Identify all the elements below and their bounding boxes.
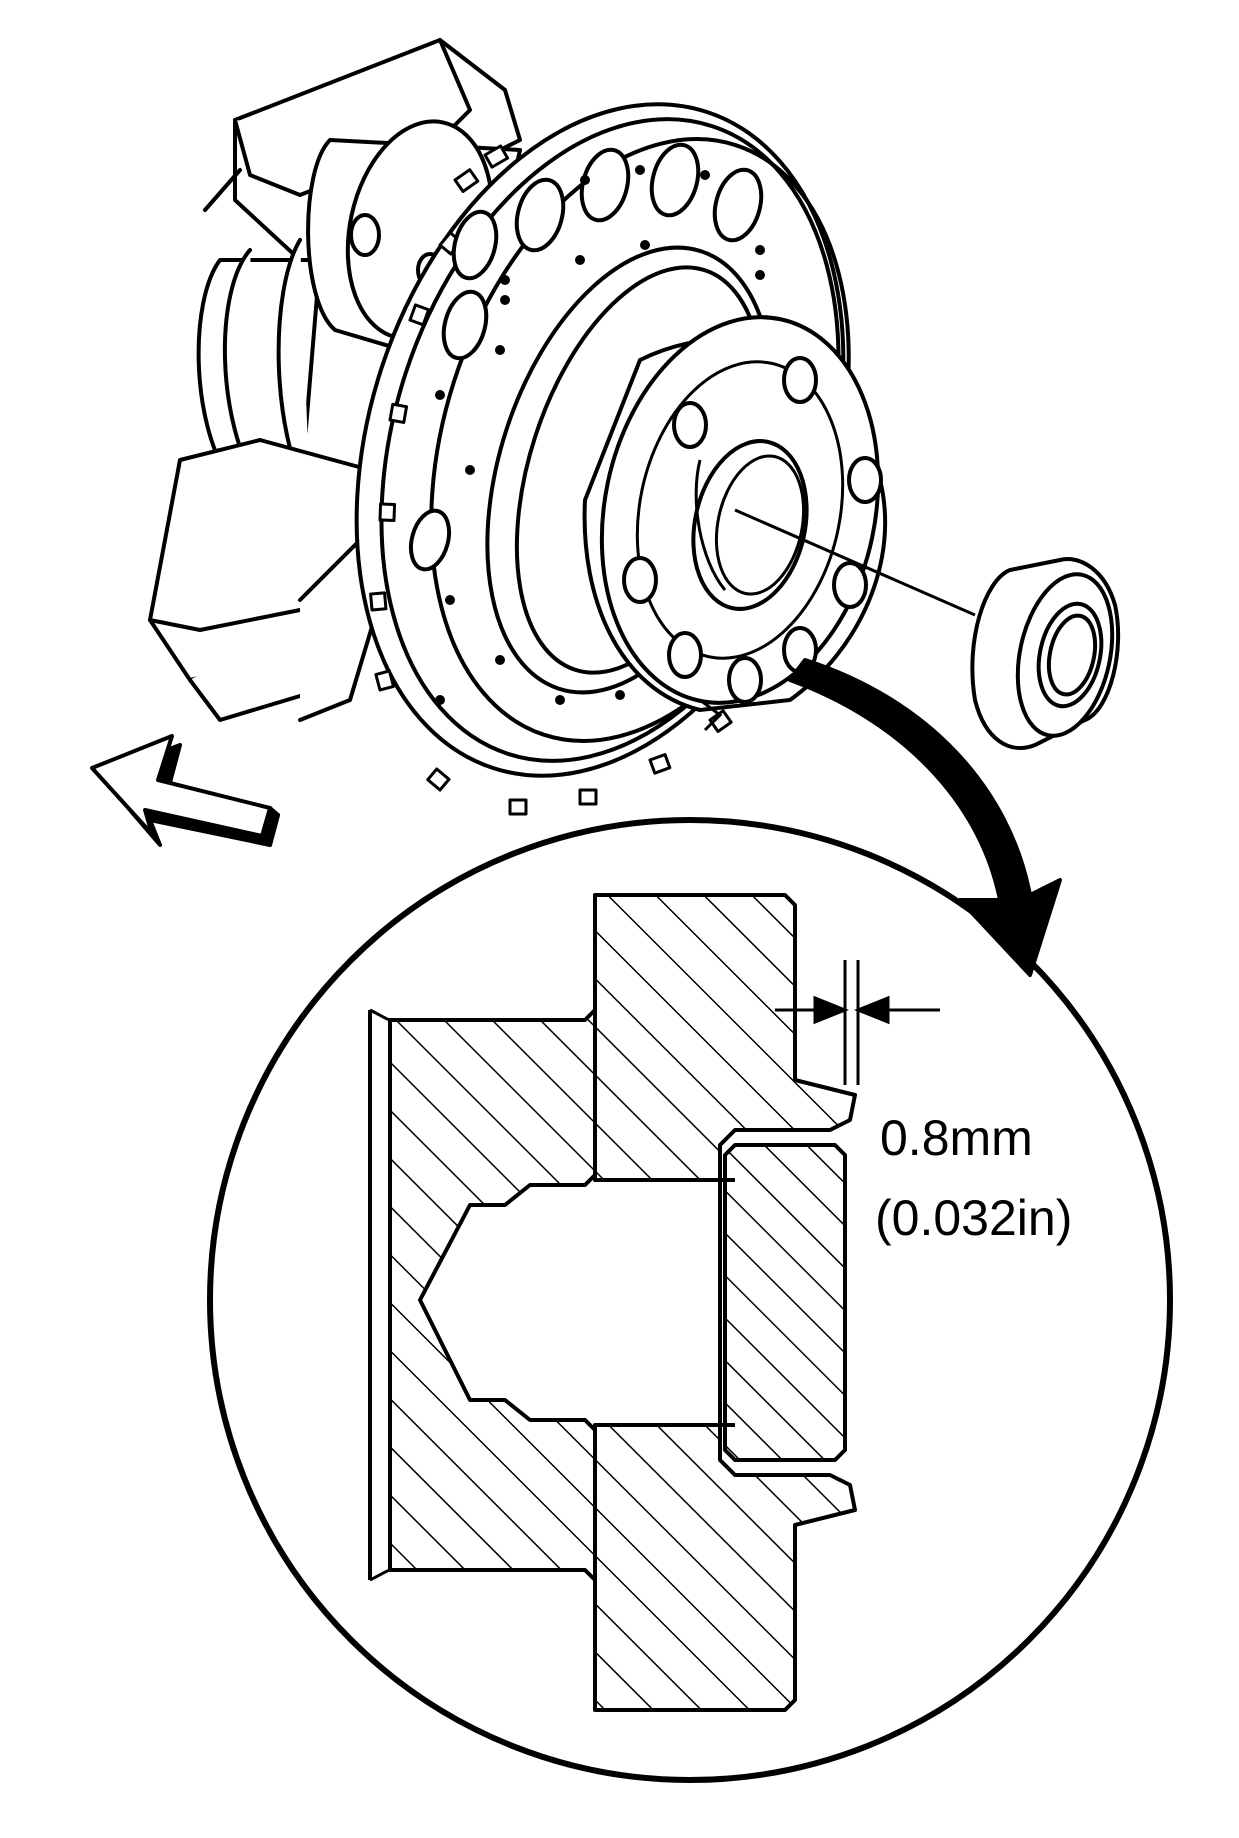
- bearing-section: [723, 1143, 847, 1462]
- clearance-dimension-arrows: [775, 995, 940, 1025]
- clearance-metric-label: 0.8mm: [880, 1110, 1033, 1166]
- crankshaft-assembly-icon: [148, 38, 522, 722]
- reluctor-teeth: [369, 144, 733, 816]
- crankshaft-section: [388, 1008, 597, 1582]
- hub-section: [593, 893, 857, 1182]
- hub-section-lower: [593, 1423, 857, 1712]
- clearance-imperial-label: (0.032in): [875, 1190, 1072, 1246]
- crankshaft-hub: [582, 315, 888, 732]
- flange-holes: [408, 142, 764, 572]
- flange-small-holes: [435, 165, 765, 705]
- detail-magnifier-circle-icon: [207, 817, 1173, 1783]
- pilot-bearing-icon: [734, 508, 1121, 750]
- install-direction-arrow-icon: [90, 734, 280, 847]
- callout-arrow-icon: [788, 658, 1062, 977]
